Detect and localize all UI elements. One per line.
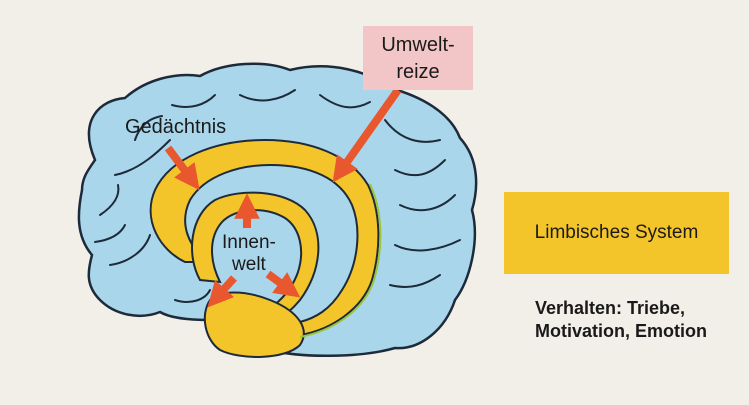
- limbic-system-label: Limbisches System: [535, 222, 699, 244]
- verhalten-label: Verhalten: Triebe, Motivation, Emotion: [535, 297, 707, 344]
- umwelt-line1: Umwelt-: [363, 32, 473, 59]
- limbic-system-box: Limbisches System: [504, 192, 729, 274]
- umwelt-line2: reize: [363, 59, 473, 86]
- verhalten-line1: Verhalten: Triebe,: [535, 297, 707, 320]
- umweltreize-label: Umwelt- reize: [363, 26, 473, 90]
- innenwelt-label: Innen- welt: [222, 232, 276, 276]
- innen-line2: welt: [222, 254, 276, 276]
- innen-line1: Innen-: [222, 232, 276, 254]
- verhalten-line2: Motivation, Emotion: [535, 320, 707, 343]
- gedaechtnis-label: Gedächtnis: [125, 116, 226, 139]
